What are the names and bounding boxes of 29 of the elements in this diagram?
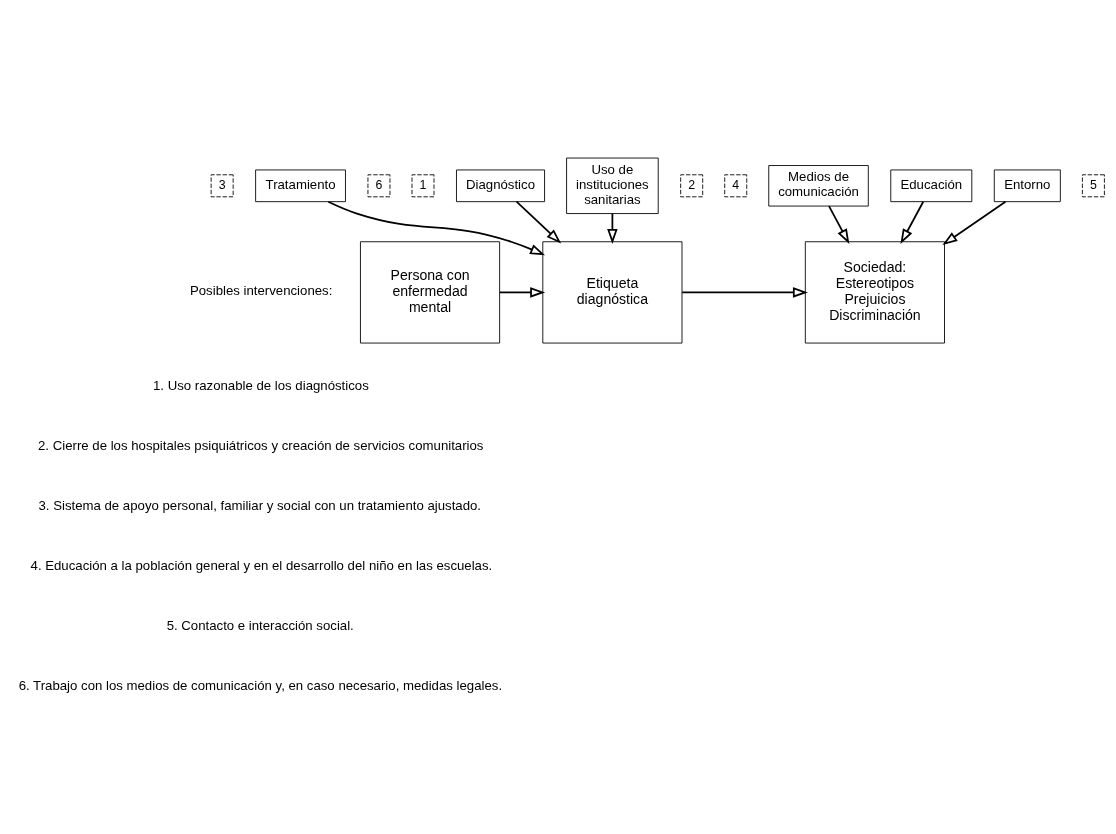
node-box: Medios de comunicación [768,165,869,207]
node-box: Sociedad: Estereotipos Prejuicios Discriminación [804,241,945,344]
node-box: Uso de instituciones sanitarias [566,157,659,214]
node-box: Persona con enfermedad mental [360,241,501,344]
arrow [828,205,850,244]
label: 6. Trabajo con los medios de comunicación y, en caso necesario, medidas legales. [18,677,503,693]
arrow [515,200,562,244]
node-box: 3 [210,174,234,198]
node-box: Diagnóstico [456,169,545,203]
node-box: Tratamiento [255,169,346,203]
arrow [900,200,925,245]
node-box: 2 [680,174,704,198]
label: 1. Uso razonable de los diagnósticos [152,378,369,394]
label: 4. Educación a la población general y en el desarrollo del niño en las escuelas. [30,557,493,573]
node-box: 1 [411,174,435,198]
arrow [327,200,546,256]
arrow [942,200,1007,246]
label: 2. Cierre de los hospitales psiquiátricos y creación de servicios comunitarios [38,438,484,454]
arrow [681,287,808,298]
label: Posibles intervenciones: [189,283,333,299]
arrow [498,287,546,298]
node-box: 5 [1081,174,1105,198]
label: 5. Contacto e interacción social. [166,617,354,633]
node-box: Etiqueta diagnóstica [542,241,683,344]
node-box: 4 [724,174,748,198]
node-box: Educación [890,169,973,203]
label: 3. Sistema de apoyo personal, familiar y social con un tratamiento ajustado. [38,497,482,513]
node-box: Entorno [993,169,1061,203]
node-box: 6 [367,174,391,198]
